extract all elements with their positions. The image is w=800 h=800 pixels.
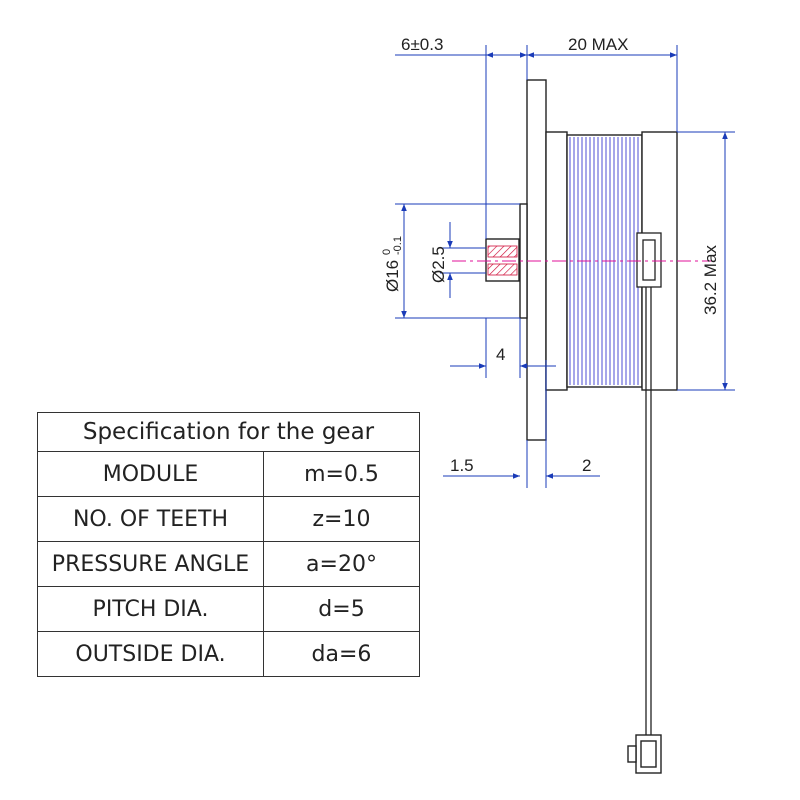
dim-body-diameter: 36.2 Max xyxy=(701,245,720,315)
table-row: OUTSIDE DIA. da=6 xyxy=(37,631,420,677)
dimension-lines xyxy=(395,45,735,488)
spec-value: d=5 xyxy=(263,586,420,632)
spec-label: PRESSURE ANGLE xyxy=(37,541,264,587)
dim-hub-tolerance-upper: 0 xyxy=(381,249,393,255)
dim-hub-diameter: Ø16 xyxy=(383,260,402,292)
wire-connector-plug xyxy=(627,734,662,774)
dim-hub-tolerance-lower: -0.1 xyxy=(392,236,404,255)
table-row: MODULE m=0.5 xyxy=(37,451,420,497)
mounting-flange xyxy=(526,79,547,441)
dim-step: 4 xyxy=(496,345,505,364)
spec-label: OUTSIDE DIA. xyxy=(37,631,264,677)
table-row: PRESSURE ANGLE a=20° xyxy=(37,541,420,587)
gear-hatch-top xyxy=(487,245,518,258)
dim-offset: 2 xyxy=(582,456,591,475)
spec-label: PITCH DIA. xyxy=(37,586,264,632)
spec-value: m=0.5 xyxy=(263,451,420,497)
gear xyxy=(485,238,520,282)
dim-flange-thickness: 1.5 xyxy=(450,456,474,475)
gear-hatch-bottom xyxy=(487,263,518,276)
dim-gear-diameter: Ø2.5 xyxy=(429,246,448,283)
spec-table-title: Specification for the gear xyxy=(37,412,420,452)
dim-shaft-length: 6±0.3 xyxy=(401,35,443,54)
wire-exit-box xyxy=(636,232,662,288)
spec-value: da=6 xyxy=(263,631,420,677)
table-row: NO. OF TEETH z=10 xyxy=(37,496,420,542)
table-row: PITCH DIA. d=5 xyxy=(37,586,420,632)
spec-value: z=10 xyxy=(263,496,420,542)
lead-wire xyxy=(645,287,652,735)
dim-depth: 20 MAX xyxy=(568,35,628,54)
spec-label: NO. OF TEETH xyxy=(37,496,264,542)
spec-value: a=20° xyxy=(263,541,420,587)
gear-spec-table: Specification for the gear MODULE m=0.5 … xyxy=(37,412,420,677)
spec-label: MODULE xyxy=(37,451,264,497)
